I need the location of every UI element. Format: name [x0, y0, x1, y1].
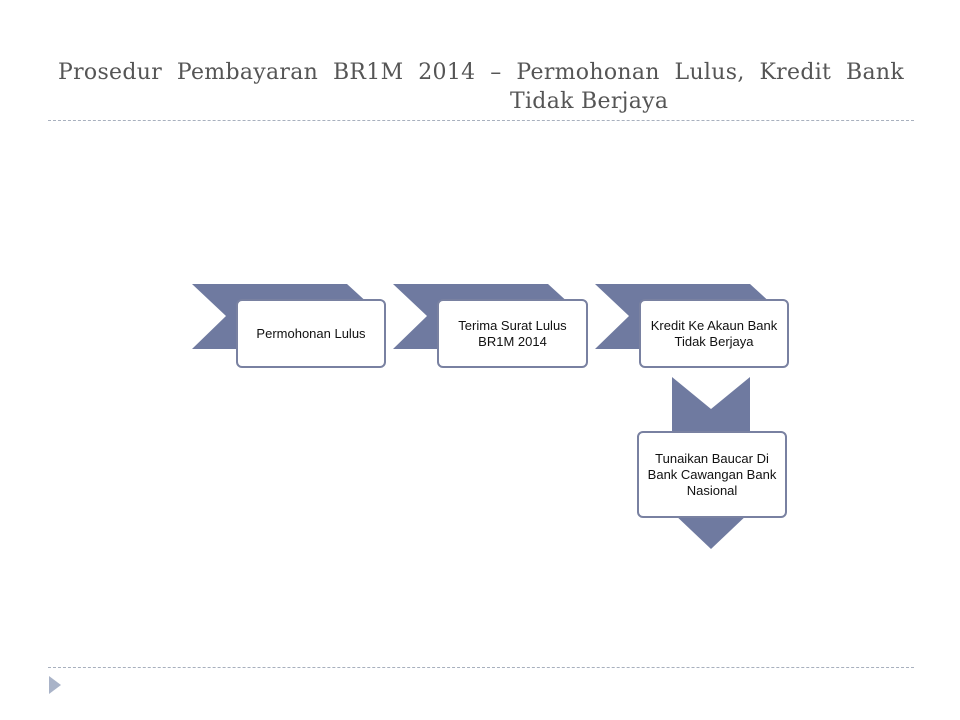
slide-title: Prosedur Pembayaran BR1M 2014 – Permohon… — [58, 58, 904, 116]
footer-divider — [48, 667, 914, 668]
slide-marker-triangle-icon — [49, 676, 61, 694]
step-label-2: Terima Surat Lulus BR1M 2014 — [458, 317, 567, 349]
step-box-terima-surat: Terima Surat Lulus BR1M 2014 — [437, 299, 588, 368]
title-divider — [48, 120, 914, 121]
step-box-tunaikan-baucar: Tunaikan Baucar Di Bank Cawangan Bank Na… — [637, 431, 787, 518]
step-label-1: Permohonan Lulus — [256, 325, 366, 341]
step-box-kredit-akaun: Kredit Ke Akaun Bank Tidak Berjaya — [639, 299, 789, 368]
step-box-permohonan-lulus: Permohonan Lulus — [236, 299, 386, 368]
down-arrow-notch — [672, 377, 750, 409]
slide-title-line-2: Tidak Berjaya — [510, 89, 669, 114]
slide-title-line-1: Prosedur Pembayaran BR1M 2014 – Permohon… — [58, 60, 904, 85]
step-label-3: Kredit Ke Akaun Bank Tidak Berjaya — [650, 317, 778, 349]
step-label-4: Tunaikan Baucar Di Bank Cawangan Bank Na… — [647, 450, 777, 498]
